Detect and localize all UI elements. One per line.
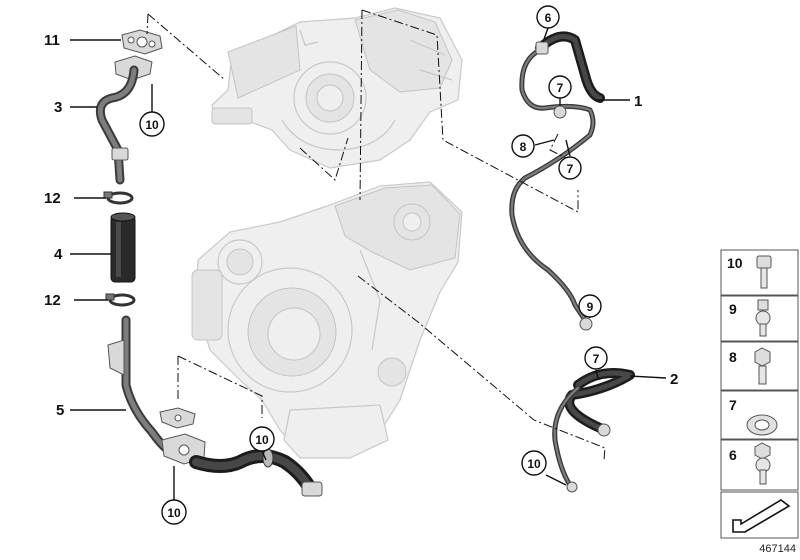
part-4-hose-sleeve bbox=[110, 212, 136, 283]
callout-2: 2 bbox=[670, 371, 678, 388]
svg-text:10: 10 bbox=[527, 457, 541, 471]
direction-arrow-icon bbox=[732, 499, 791, 533]
svg-text:7: 7 bbox=[557, 81, 564, 95]
callout-4: 4 bbox=[54, 246, 63, 263]
callout-10-lower-left: 10 bbox=[161, 499, 187, 525]
lower-turbocharger-ghost bbox=[191, 181, 463, 459]
callout-10-lower-right: 10 bbox=[521, 450, 547, 476]
callout-11: 11 bbox=[44, 32, 60, 49]
svg-text:10: 10 bbox=[167, 506, 181, 520]
leader-lines bbox=[70, 27, 667, 500]
part-2-oil-feed-line-lower bbox=[552, 368, 635, 493]
svg-text:7: 7 bbox=[593, 352, 600, 366]
callout-6: 6 bbox=[536, 5, 560, 29]
part-3-hose-upper bbox=[95, 55, 153, 185]
callout-7-middle: 7 bbox=[558, 156, 582, 180]
legend-row-10: 10 bbox=[720, 249, 799, 296]
part-12-clamp-upper bbox=[103, 191, 134, 205]
part-11-gasket bbox=[121, 29, 163, 55]
callout-10-upper-left: 10 bbox=[139, 111, 165, 137]
diagram-reference-number: 467144 bbox=[759, 543, 796, 555]
callouts: 11 3 12 4 12 5 1 2 10 10 10 10 6 7 bbox=[44, 5, 678, 525]
callout-12-upper: 12 bbox=[44, 190, 61, 207]
callout-7-lower: 7 bbox=[584, 346, 608, 370]
svg-text:10: 10 bbox=[255, 433, 269, 447]
callout-8: 8 bbox=[511, 134, 535, 158]
svg-text:8: 8 bbox=[520, 140, 527, 154]
legend-row-8: 8 bbox=[720, 341, 799, 391]
svg-text:9: 9 bbox=[729, 301, 737, 317]
svg-text:7: 7 bbox=[567, 162, 574, 176]
svg-text:10: 10 bbox=[145, 118, 159, 132]
svg-text:9: 9 bbox=[587, 300, 594, 314]
part-12-clamp-lower bbox=[105, 293, 136, 307]
legend-row-6: 6 bbox=[720, 439, 799, 491]
legend-arrow-cell bbox=[720, 491, 799, 539]
callout-9: 9 bbox=[578, 294, 602, 318]
callout-10-lower-middle: 10 bbox=[249, 426, 275, 452]
svg-text:10: 10 bbox=[727, 255, 743, 271]
svg-text:7: 7 bbox=[729, 397, 737, 413]
part-5-return-pipe bbox=[107, 315, 206, 465]
svg-text:6: 6 bbox=[545, 11, 552, 25]
legend-row-9: 9 bbox=[720, 295, 799, 342]
callout-5: 5 bbox=[56, 402, 64, 419]
callout-12-lower: 12 bbox=[44, 292, 61, 309]
svg-text:8: 8 bbox=[729, 349, 737, 365]
legend-row-7: 7 bbox=[720, 390, 799, 440]
callout-1: 1 bbox=[634, 93, 642, 110]
svg-text:6: 6 bbox=[729, 447, 737, 463]
lower-oil-hose bbox=[189, 448, 323, 497]
callout-7-top: 7 bbox=[548, 75, 572, 99]
upper-turbocharger-ghost bbox=[211, 7, 463, 169]
assembly-dash-lines bbox=[146, 9, 606, 461]
parts-legend: 10 9 8 7 6 bbox=[720, 249, 799, 539]
part-1-oil-feed-line-upper bbox=[509, 31, 605, 331]
callout-3: 3 bbox=[54, 99, 62, 116]
